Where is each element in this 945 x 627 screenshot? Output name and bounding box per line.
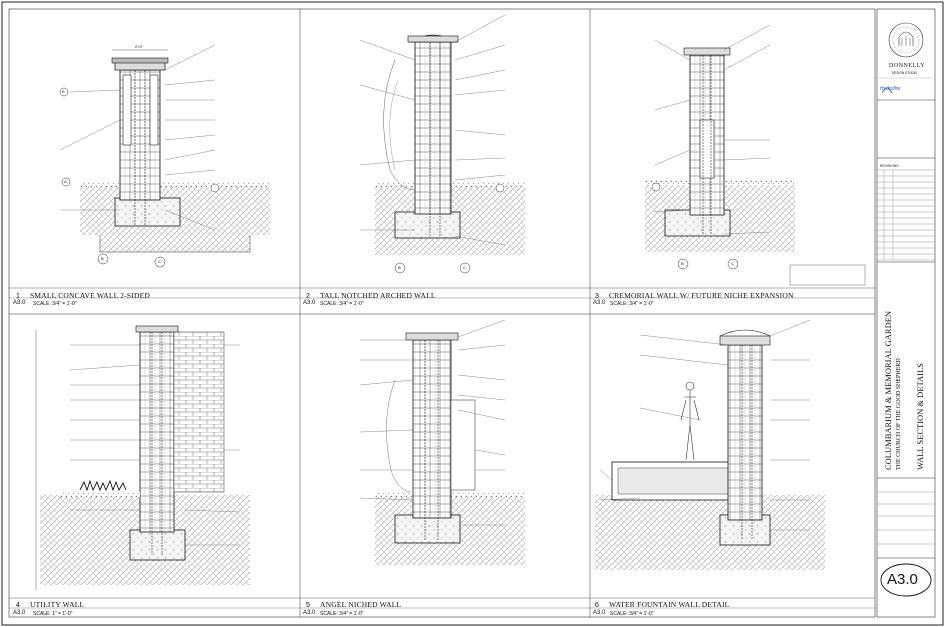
detail-6-scale: SCALE: 3/4" = 1'-0" — [610, 611, 654, 617]
section-marker-b-2: B — [101, 256, 104, 261]
detail-6-number: 6 — [595, 602, 600, 609]
firm-name: DONNELLY — [889, 63, 926, 69]
section-marker-c-3: C — [731, 261, 734, 266]
client-name: THE CHURCH OF THE GOOD SHEPHERD — [896, 358, 902, 470]
detail-2-sheet: A3.0 — [303, 300, 316, 306]
detail-5-scale: SCALE: 3/4" = 1'-0" — [320, 611, 364, 617]
title-block — [877, 22, 935, 597]
detail-2-drawing — [359, 14, 525, 274]
detail-5-title: 5 ANGEL NICHED WALL — [306, 600, 401, 609]
firm-subtitle: DESIGN STUDIO — [892, 71, 918, 75]
detail-3-title: 3 CREMORIAL WALL W/ FUTURE NICHE EXPANSIO… — [595, 291, 794, 300]
detail-5-drawing — [359, 319, 525, 565]
top-dimension: 2'-0" — [135, 44, 143, 49]
hydrofire-logo-icon — [881, 87, 893, 94]
detail-1-title-text: SMALL CONCAVE WALL 2-SIDED — [30, 291, 150, 300]
detail-1-number: 1 — [16, 293, 21, 300]
detail-2-number: 2 — [306, 293, 311, 300]
detail-1-title: 1 SMALL CONCAVE WALL 2-SIDED — [16, 291, 150, 300]
detail-3-scale: SCALE: 3/4" = 1'-0" — [610, 301, 654, 307]
sheet-title: WALL SECTION & DETAILS — [915, 363, 925, 470]
detail-5-number: 5 — [306, 602, 311, 609]
detail-4-sheet: A3.0 — [13, 610, 26, 616]
detail-6-drawing — [595, 319, 825, 570]
section-marker-b-4: B — [681, 261, 684, 266]
firm-logo-icon — [888, 22, 924, 58]
detail-3-number: 3 — [595, 293, 600, 300]
detail-6-sheet: A3.0 — [593, 610, 606, 616]
partner-name: Hydrofire — [880, 86, 901, 92]
detail-4-scale: SCALE: 1" = 1'-0" — [33, 611, 73, 617]
detail-4-title-text: UTILITY WALL — [30, 600, 85, 609]
detail-5-title-text: ANGEL NICHED WALL — [320, 600, 402, 609]
section-marker-b: B — [62, 89, 65, 94]
section-marker-c: C — [158, 259, 161, 264]
detail-6-title-text: WATER FOUNTAIN WALL DETAIL — [609, 600, 730, 609]
human-figure-icon — [680, 381, 700, 461]
revisions-label: REVISIONS — [880, 164, 899, 168]
detail-1-scale: SCALE: 3/4" = 1'-0" — [33, 301, 77, 307]
detail-6-title: 6 WATER FOUNTAIN WALL DETAIL — [595, 600, 729, 609]
detail-4-number: 4 — [16, 602, 21, 609]
detail-5-sheet: A3.0 — [303, 610, 316, 616]
project-title: COLUMBARIUM & MEMORIAL GARDEN — [883, 310, 893, 470]
detail-2-title: 2 TALL NOTCHED ARCHED WALL — [306, 291, 436, 300]
detail-3-sheet: A3.0 — [593, 300, 606, 306]
detail-3-drawing — [645, 24, 866, 286]
detail-4-drawing — [35, 325, 250, 590]
section-marker-c-2: C — [463, 265, 466, 270]
detail-4-title: 4 UTILITY WALL — [16, 600, 84, 609]
sheet-number: A3.0 — [887, 571, 918, 588]
detail-3-title-text: CREMORIAL WALL W/ FUTURE NICHE EXPANSION — [609, 291, 794, 300]
detail-2-title-text: TALL NOTCHED ARCHED WALL — [320, 291, 436, 300]
detail-1-drawing — [59, 44, 270, 268]
section-marker-a: A — [64, 179, 67, 184]
section-marker-b-3: B — [398, 265, 401, 270]
detail-2-scale: SCALE: 3/4" = 1'-0" — [320, 301, 364, 307]
detail-1-sheet: A3.0 — [13, 300, 26, 306]
